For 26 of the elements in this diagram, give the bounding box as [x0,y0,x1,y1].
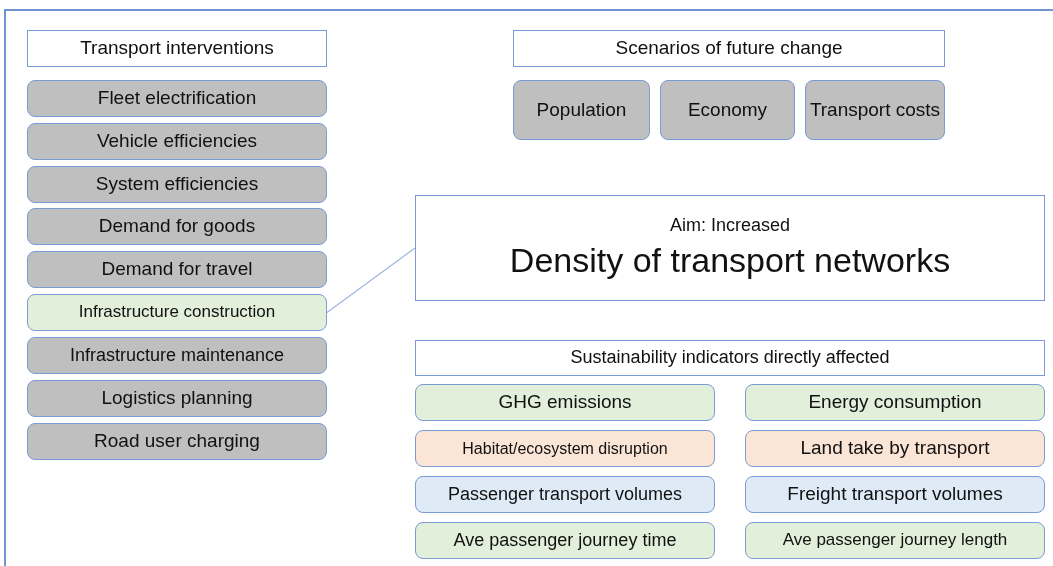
aim-label: Aim: Increased [669,216,791,237]
indicator-box: Land take by transport [745,430,1045,467]
intervention-box: Infrastructure construction [27,294,327,331]
indicator-box: Energy consumption [745,384,1045,421]
intervention-box: Logistics planning [27,380,327,417]
scenario-box: Transport costs [805,80,945,140]
intervention-box: Demand for travel [27,251,327,288]
intervention-box: System efficiencies [27,166,327,203]
scenario-box: Economy [660,80,795,140]
indicator-box: Ave passenger journey length [745,522,1045,559]
indicator-box: Habitat/ecosystem disruption [415,430,715,467]
indicator-box: Freight transport volumes [745,476,1045,513]
indicator-box: GHG emissions [415,384,715,421]
intervention-box: Vehicle efficiencies [27,123,327,160]
intervention-box: Fleet electrification [27,80,327,117]
heading-box: Scenarios of future change [513,30,945,67]
heading-box: Sustainability indicators directly affected [415,340,1045,376]
aim-title: Density of transport networks [509,242,951,280]
intervention-box: Road user charging [27,423,327,460]
connector-line [326,247,416,314]
scenario-box: Population [513,80,650,140]
indicator-box: Ave passenger journey time [415,522,715,559]
intervention-box: Infrastructure maintenance [27,337,327,374]
heading-box: Transport interventions [27,30,327,67]
indicator-box: Passenger transport volumes [415,476,715,513]
intervention-box: Demand for goods [27,208,327,245]
